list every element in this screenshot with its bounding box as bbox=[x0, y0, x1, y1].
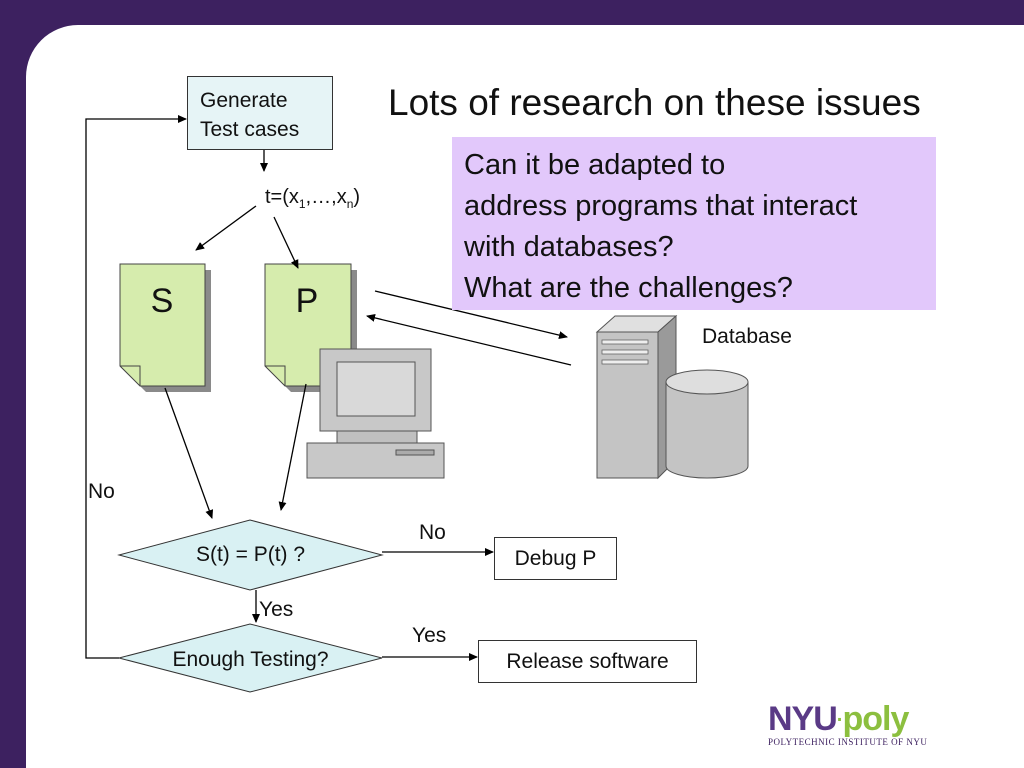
enough-testing-label: Enough Testing? bbox=[172, 648, 329, 671]
program-label: P bbox=[296, 282, 319, 320]
enough-yes-label: Yes bbox=[412, 624, 447, 647]
arrow-loop-back bbox=[85, 115, 187, 659]
spec-document bbox=[119, 263, 211, 392]
enough-decision bbox=[117, 623, 383, 693]
logo-name-b: poly bbox=[842, 700, 909, 738]
arrow-s-to-compare bbox=[164, 387, 214, 519]
generate-line: Test cases bbox=[200, 118, 300, 141]
arrow-db-to-p bbox=[366, 313, 572, 366]
spec-label: S bbox=[151, 282, 174, 320]
logo-tagline: POLYTECHNIC INSTITUTE OF NYU bbox=[768, 737, 928, 747]
callout-line: with databases? bbox=[464, 231, 674, 263]
callout-line: Can it be adapted to bbox=[464, 149, 726, 181]
arrow-p-to-compare bbox=[278, 383, 307, 511]
test-vector-label: t=(x1,…,xn) bbox=[265, 186, 360, 211]
arrow-p-to-db bbox=[374, 290, 568, 340]
tvector-middle: ,…,x bbox=[305, 186, 347, 208]
database-icon bbox=[595, 314, 749, 480]
debug-p-box: Debug P bbox=[494, 537, 617, 580]
compare-no-label: No bbox=[419, 521, 446, 544]
logo-name-a: NYU bbox=[768, 700, 838, 738]
arrow-t-to-p bbox=[273, 216, 299, 269]
tvector-sub1: 1 bbox=[298, 197, 306, 211]
compare-decision bbox=[117, 519, 384, 591]
slide-title: Lots of research on these issues bbox=[388, 82, 921, 123]
generate-line: Generate bbox=[200, 89, 288, 112]
database-label: Database bbox=[702, 325, 792, 348]
generate-test-cases-box: Generate Test cases bbox=[187, 76, 333, 150]
release-software-box: Release software bbox=[478, 640, 697, 683]
tvector-prefix: t=(x bbox=[265, 186, 299, 208]
logo-wordmark: NYU·poly bbox=[768, 700, 927, 739]
arrow-t-to-s bbox=[195, 205, 257, 251]
compare-yes-label: Yes bbox=[259, 598, 294, 621]
callout-box: Can it be adapted to address programs th… bbox=[452, 137, 936, 310]
tvector-subn: n bbox=[346, 197, 354, 211]
callout-line: address programs that interact bbox=[464, 190, 858, 222]
nyu-poly-logo: NYU·poly POLYTECHNIC INSTITUTE OF NYU bbox=[768, 700, 927, 747]
tvector-suffix: ) bbox=[353, 186, 361, 208]
loop-no-label: No bbox=[88, 480, 115, 503]
logo-dot: · bbox=[836, 709, 844, 732]
compare-label: S(t) = P(t) ? bbox=[195, 543, 306, 566]
computer-icon bbox=[306, 348, 445, 479]
callout-line: What are the challenges? bbox=[464, 272, 793, 304]
